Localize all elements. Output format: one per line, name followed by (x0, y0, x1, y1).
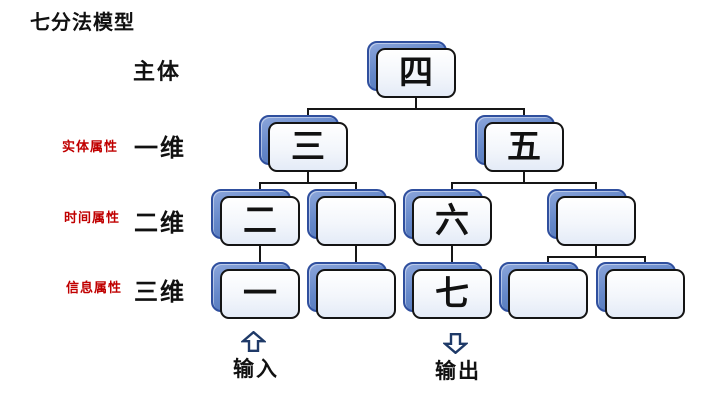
node-label (316, 196, 396, 246)
connector-line (307, 170, 309, 182)
row-label-dimension-1: 一维 (134, 135, 186, 162)
node-5: 五 (475, 115, 564, 172)
node-label: 六 (412, 196, 492, 246)
connector-line (523, 170, 525, 182)
page-title: 七分法模型 (30, 12, 135, 34)
row-label-dimension-2: 二维 (134, 210, 186, 237)
node-label: 一 (220, 269, 300, 319)
connector-line (355, 244, 357, 273)
row-label-info-attribute: 信息属性 (66, 280, 123, 295)
node-label: 五 (484, 122, 564, 172)
connector-line (307, 108, 525, 110)
node-empty-e (596, 262, 685, 319)
node-label: 二 (220, 196, 300, 246)
connector-line (259, 244, 261, 273)
connector-line (595, 244, 597, 256)
node-label (508, 269, 588, 319)
connector-line (415, 96, 417, 108)
row-label-time-attribute: 时间属性 (64, 210, 121, 225)
input-label: 输入 (233, 358, 279, 381)
node-7: 七 (403, 262, 492, 319)
row-label-subject: 主体 (133, 59, 182, 84)
connector-line (451, 182, 597, 184)
row-label-entity-attribute: 实体属性 (62, 139, 119, 154)
node-4: 四 (367, 41, 456, 98)
output-down-arrow-icon (441, 333, 470, 359)
input-up-arrow-icon (239, 330, 268, 357)
node-label (556, 196, 636, 246)
node-empty-a (307, 189, 396, 246)
row-label-dimension-3: 三维 (134, 279, 186, 306)
connector-line (547, 256, 646, 258)
connector-line (259, 182, 357, 184)
node-empty-d (499, 262, 588, 319)
node-label (605, 269, 685, 319)
node-6: 六 (403, 189, 492, 246)
output-label: 输出 (435, 360, 481, 383)
node-empty-b (547, 189, 636, 246)
node-1: 一 (211, 262, 300, 319)
node-label: 三 (268, 122, 348, 172)
node-label (316, 269, 396, 319)
node-2: 二 (211, 189, 300, 246)
node-label: 七 (412, 269, 492, 319)
node-empty-c (307, 262, 396, 319)
connector-line (451, 244, 453, 273)
node-label: 四 (376, 48, 456, 98)
node-3: 三 (259, 115, 348, 172)
